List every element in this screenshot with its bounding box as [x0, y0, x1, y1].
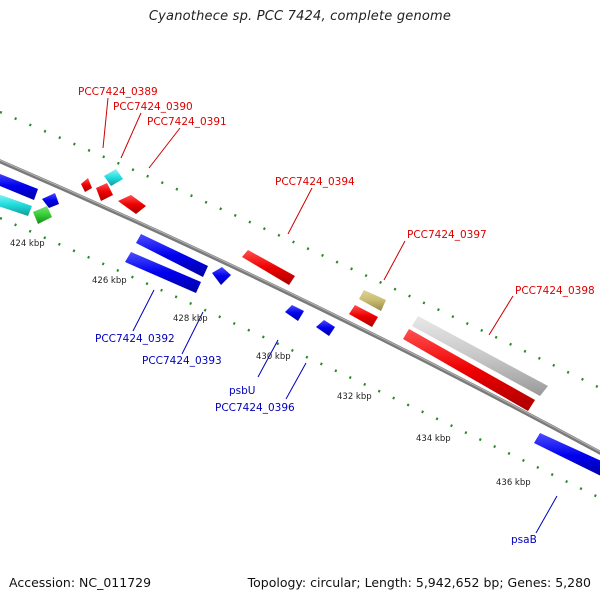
leader-0394 [287, 187, 313, 235]
leader-0397 [383, 240, 406, 281]
leader-psab [535, 495, 558, 534]
gene-pcc7424-0396[interactable] [316, 320, 335, 336]
gene-label[interactable]: psaB [511, 534, 537, 546]
gene-pcc7424-0395-khaki[interactable] [359, 290, 386, 311]
leader-0391 [148, 127, 181, 169]
gene-small-blue-a[interactable] [212, 267, 231, 285]
gene-left-green[interactable] [33, 206, 52, 224]
map-title: Cyanothece sp. PCC 7424, complete genome [148, 9, 452, 24]
leader-0398 [488, 295, 514, 336]
scale-label: 430 kbp [256, 352, 291, 362]
gene-pcc7424-0393[interactable] [125, 252, 201, 293]
scale-label: 424 kbp [10, 239, 45, 249]
topology-text: Topology: circular; Length: 5,942,652 bp… [247, 575, 591, 590]
scale-label: 426 kbp [92, 276, 127, 286]
gene-label[interactable]: PCC7424_0390 [113, 101, 193, 113]
gene-pcc7424-0390[interactable] [96, 183, 113, 201]
inner-tick-track [0, 216, 600, 500]
outer-tick-track [0, 110, 600, 390]
leader-0392 [132, 289, 155, 332]
gene-label[interactable]: PCC7424_0394 [275, 176, 355, 188]
genome-backbone-highlight [0, 159, 600, 453]
gene-label[interactable]: psbU [229, 385, 256, 397]
gene-pcc7424-0394[interactable] [242, 250, 295, 285]
genome-backbone [0, 159, 600, 455]
forward-genes [81, 169, 548, 411]
gene-label[interactable]: PCC7424_0393 [142, 355, 222, 367]
reverse-genes [0, 172, 600, 478]
gene-psbu[interactable] [285, 305, 304, 321]
gene-label[interactable]: PCC7424_0391 [147, 116, 227, 128]
gene-left-cyan[interactable] [0, 193, 32, 216]
gene-label[interactable]: PCC7424_0398 [515, 285, 595, 297]
gene-pcc7424-0390-cyan[interactable] [104, 169, 123, 186]
forward-labels: PCC7424_0389 PCC7424_0390 PCC7424_0391 P… [78, 86, 595, 297]
gene-label[interactable]: PCC7424_0389 [78, 86, 158, 98]
gene-pcc7424-0392[interactable] [136, 234, 208, 277]
scale-label: 436 kbp [496, 478, 531, 488]
gene-pcc7424-0396-forward[interactable] [349, 305, 378, 327]
gene-label[interactable]: PCC7424_0396 [215, 402, 295, 414]
gene-left-blue-2[interactable] [42, 193, 59, 208]
reverse-labels: PCC7424_0392 PCC7424_0393 psbU PCC7424_0… [95, 333, 537, 546]
gene-pcc7424-0389[interactable] [81, 178, 92, 192]
scale-label: 428 kbp [173, 314, 208, 324]
gene-label[interactable]: PCC7424_0392 [95, 333, 175, 345]
accession-text: Accession: NC_011729 [9, 575, 152, 590]
scale-label: 434 kbp [416, 434, 451, 444]
gene-label[interactable]: PCC7424_0397 [407, 229, 487, 241]
leader-0396 [285, 362, 307, 400]
label-leaders [102, 97, 558, 534]
gene-pcc7424-0398[interactable] [403, 329, 535, 411]
gene-left-blue-1[interactable] [0, 172, 38, 200]
scale-labels: 424 kbp 426 kbp 428 kbp 430 kbp 432 kbp … [10, 239, 531, 488]
gene-psab[interactable] [534, 433, 600, 478]
leader-psbu [257, 339, 279, 378]
leader-0389 [102, 97, 109, 149]
leader-0390 [120, 112, 142, 159]
scale-label: 432 kbp [337, 392, 372, 402]
gene-pcc7424-0397[interactable] [412, 316, 548, 396]
leader-0393 [181, 311, 204, 355]
gene-pcc7424-0391[interactable] [118, 195, 146, 214]
